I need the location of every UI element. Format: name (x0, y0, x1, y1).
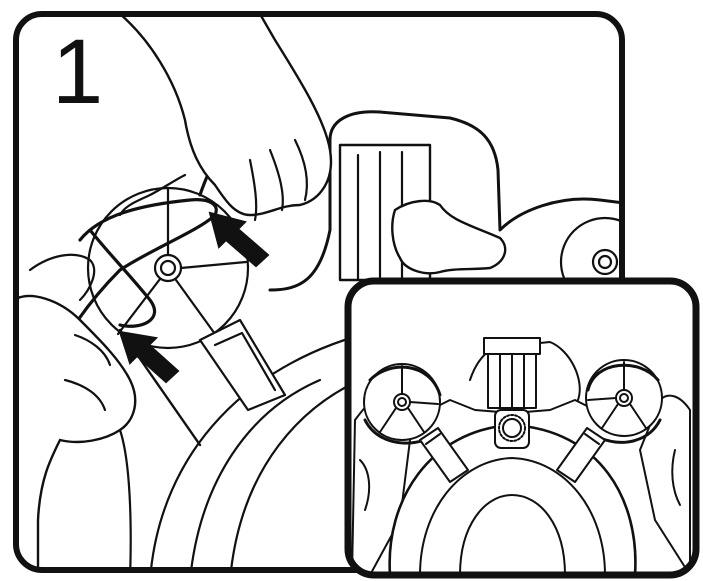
inset-slatted-handle (484, 338, 540, 408)
upper-hand (120, 14, 331, 215)
main-pulley (88, 188, 248, 348)
cloth (392, 201, 505, 273)
lower-hand (14, 296, 135, 580)
sun-badge (495, 410, 529, 448)
inset-panel (348, 281, 696, 575)
body-arc-2 (190, 380, 320, 580)
step-number: 1 (52, 26, 101, 118)
